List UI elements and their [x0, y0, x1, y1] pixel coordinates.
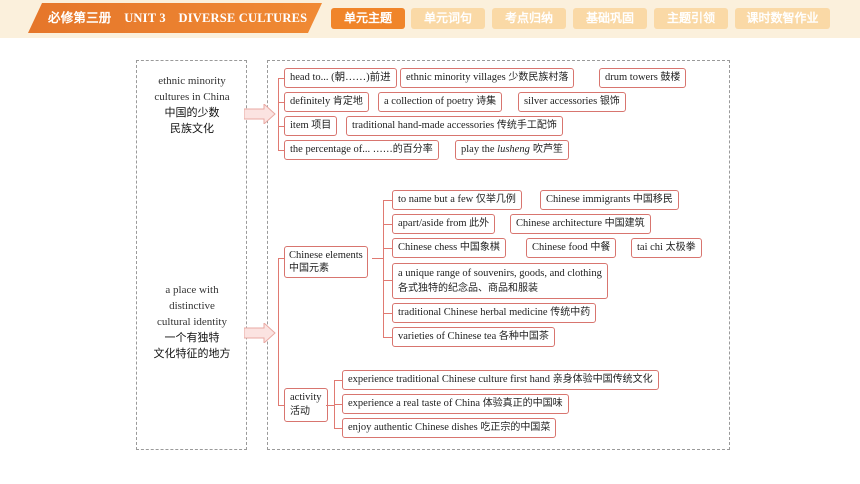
tab-homework[interactable]: 课时数智作业 [735, 8, 830, 29]
category-distinctive-place: a place with distinctive cultural identi… [137, 282, 247, 362]
vocab-authentic-dishes: enjoy authentic Chinese dishes 吃正宗的中国菜 [342, 418, 557, 438]
vocab-real-taste: experience a real taste of China 体验真正的中国… [342, 394, 569, 414]
category-zh-line: 民族文化 [170, 122, 214, 135]
content-frame [267, 60, 730, 450]
connector-line [278, 405, 284, 406]
vocab-silver-accessories: silver accessories 银饰 [518, 92, 626, 112]
top-bar: 必修第三册 UNIT 3 DIVERSE CULTURES 单元主题 单元词句 … [0, 0, 860, 38]
connector-line [383, 200, 392, 201]
connector-line [326, 405, 334, 406]
category-en-line: cultural identity [157, 316, 227, 328]
connector-line [383, 280, 392, 281]
vocab-percentage: the percentage of... ……的百分率 [284, 140, 439, 160]
category-en-line: cultures in China [154, 91, 230, 103]
group-activity: activity 活动 [284, 388, 328, 422]
group-chinese-elements: Chinese elements 中国元素 [284, 246, 368, 278]
vocab-definitely: definitely 肯定地 [284, 92, 369, 112]
connector-line [383, 224, 392, 225]
vocab-item: item 项目 [284, 116, 338, 136]
vocab-chinese-tea: varieties of Chinese tea 各种中国茶 [392, 327, 555, 347]
vocab-herbal-medicine: traditional Chinese herbal medicine 传统中药 [392, 303, 597, 323]
connector-line [372, 258, 383, 259]
connector-line [278, 102, 284, 103]
unit-banner [28, 3, 322, 33]
arrow-right-icon [244, 104, 276, 124]
tab-theme-guide[interactable]: 主题引领 [654, 8, 728, 29]
vocab-name-a-few: to name but a few 仅举几例 [392, 190, 522, 210]
tab-key-points[interactable]: 考点归纳 [492, 8, 566, 29]
connector-line [334, 404, 342, 405]
connector-line [334, 428, 342, 429]
category-zh-line: 一个有独特 [164, 331, 220, 344]
vocab-chinese-immigrants: Chinese immigrants 中国移民 [540, 190, 679, 210]
tab-unit-theme[interactable]: 单元主题 [331, 8, 405, 29]
vocab-chinese-architecture: Chinese architecture 中国建筑 [510, 214, 651, 234]
vocab-poetry-collection: a collection of poetry 诗集 [378, 92, 503, 112]
connector-line [383, 313, 392, 314]
arrow-right-icon [244, 323, 276, 343]
vocab-apart-from: apart/aside from 此外 [392, 214, 496, 234]
vocab-chinese-food: Chinese food 中餐 [526, 238, 617, 258]
vocab-play-lusheng: play the lusheng 吹芦笙 [455, 140, 570, 160]
vocab-head-to: head to... (朝……)前进 [284, 68, 397, 88]
tab-unit-vocabulary[interactable]: 单元词句 [411, 8, 485, 29]
connector-line [334, 380, 342, 381]
vocab-experience-culture: experience traditional Chinese culture f… [342, 370, 659, 390]
vocab-drum-towers: drum towers 鼓楼 [599, 68, 687, 88]
category-zh-line: 文化特征的地方 [153, 347, 231, 360]
vocab-ethnic-villages: ethnic minority villages 少数民族村落 [400, 68, 575, 88]
connector-line [383, 337, 392, 338]
vocab-chinese-chess: Chinese chess 中国象棋 [392, 238, 506, 258]
category-en-line: a place with [165, 284, 219, 296]
connector-line [278, 126, 284, 127]
connector-line [278, 78, 279, 151]
vocab-handmade-accessories: traditional hand-made accessories 传统手工配饰 [346, 116, 563, 136]
vocab-tai-chi: tai chi 太极拳 [631, 238, 702, 258]
connector-line [383, 200, 384, 337]
category-frame [136, 60, 247, 450]
connector-line [278, 150, 284, 151]
tab-basic-practice[interactable]: 基础巩固 [573, 8, 647, 29]
connector-line [278, 258, 279, 406]
unit-title: 必修第三册 UNIT 3 DIVERSE CULTURES [48, 11, 308, 25]
vocab-souvenirs: a unique range of souvenirs, goods, and … [392, 263, 608, 299]
category-zh-line: 中国的少数 [164, 106, 220, 119]
connector-line [278, 258, 284, 259]
category-en-line: ethnic minority [158, 75, 226, 87]
connector-line [383, 248, 392, 249]
category-ethnic-minority: ethnic minority cultures in China 中国的少数 … [137, 73, 247, 137]
category-en-line: distinctive [169, 300, 215, 312]
connector-line [278, 78, 284, 79]
